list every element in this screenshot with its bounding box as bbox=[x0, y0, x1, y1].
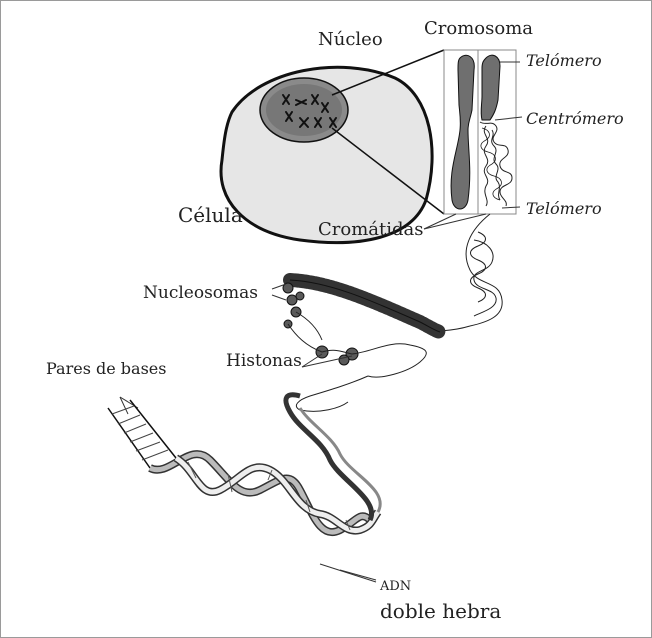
label-telomero-bottom: Telómero bbox=[526, 199, 602, 218]
label-nucleosomas: Nucleosomas bbox=[143, 283, 258, 303]
label-centromero: Centrómero bbox=[526, 109, 624, 128]
nucleus bbox=[260, 78, 348, 142]
label-doble-hebra: doble hebra bbox=[380, 599, 501, 623]
label-adn: ADN bbox=[379, 579, 411, 594]
label-nucleo: Núcleo bbox=[318, 29, 383, 50]
label-cromatidas: Cromátidas bbox=[318, 219, 424, 240]
label-histonas: Histonas bbox=[226, 351, 302, 371]
label-telomero-top: Telómero bbox=[526, 51, 602, 70]
label-pares-de-bases: Pares de bases bbox=[46, 359, 166, 378]
label-cromosoma: Cromosoma bbox=[424, 18, 533, 39]
label-celula: Célula bbox=[178, 203, 243, 227]
chromatin-fiber bbox=[432, 214, 502, 332]
linker-dna bbox=[288, 312, 426, 411]
label-pointers bbox=[120, 284, 376, 582]
dna-double-helix bbox=[108, 395, 380, 532]
